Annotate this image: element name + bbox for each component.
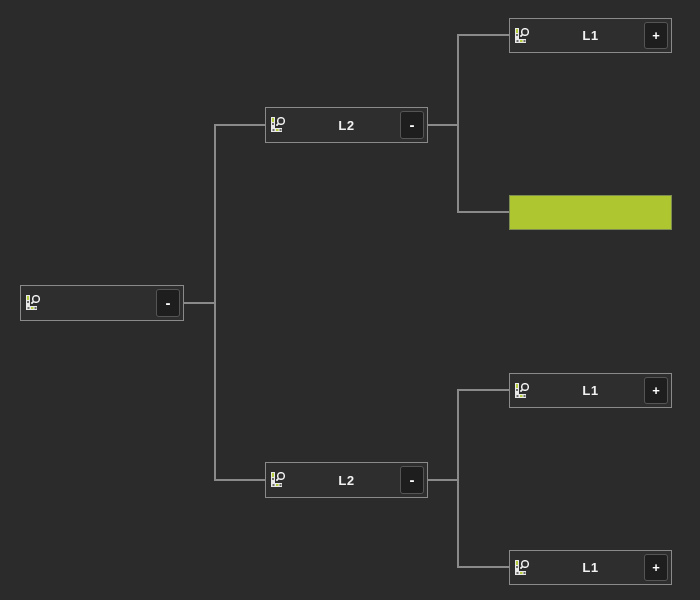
tree-node-label-l1-a: L1 (582, 28, 599, 43)
edge-l2top-to-l1a (457, 34, 509, 125)
collapse-button-l2-top[interactable]: - (400, 111, 424, 139)
edge-l2bottom-to-l1b (457, 389, 509, 480)
tree-node-l1-highlighted[interactable] (509, 195, 672, 230)
tree-node-l2-bottom[interactable]: L2 - (265, 462, 428, 498)
tree-node-l1-a[interactable]: L1 + (509, 18, 672, 53)
tree-node-l2-top[interactable]: L2 - (265, 107, 428, 143)
tree-node-label-l2-bottom: L2 (338, 472, 355, 488)
tree-node-root[interactable]: - (20, 285, 184, 321)
expand-button-l1-b[interactable]: + (644, 377, 668, 404)
tree-node-l1-c[interactable]: L1 + (509, 550, 672, 585)
collapse-button-root[interactable]: - (156, 289, 180, 317)
edge-l2bottom-to-l1c (457, 480, 509, 568)
layer-search-icon (510, 551, 536, 584)
tree-node-l1-b[interactable]: L1 + (509, 373, 672, 408)
layer-search-icon (266, 463, 292, 497)
expand-button-l1-c[interactable]: + (644, 554, 668, 581)
tree-node-label-l1-b: L1 (582, 383, 599, 398)
layer-search-icon (510, 374, 536, 407)
layer-search-icon (510, 19, 536, 52)
tree-node-label-l1-c: L1 (582, 560, 599, 575)
edge-trunk-vertical-top (214, 124, 265, 303)
layer-search-icon (21, 286, 47, 320)
layer-search-icon (266, 108, 292, 142)
expand-button-l1-a[interactable]: + (644, 22, 668, 49)
edge-trunk-vertical-bottom (214, 303, 265, 481)
edge-l2top-to-highlight (457, 125, 509, 213)
tree-node-label-l2-top: L2 (338, 117, 355, 133)
collapse-button-l2-bottom[interactable]: - (400, 466, 424, 494)
